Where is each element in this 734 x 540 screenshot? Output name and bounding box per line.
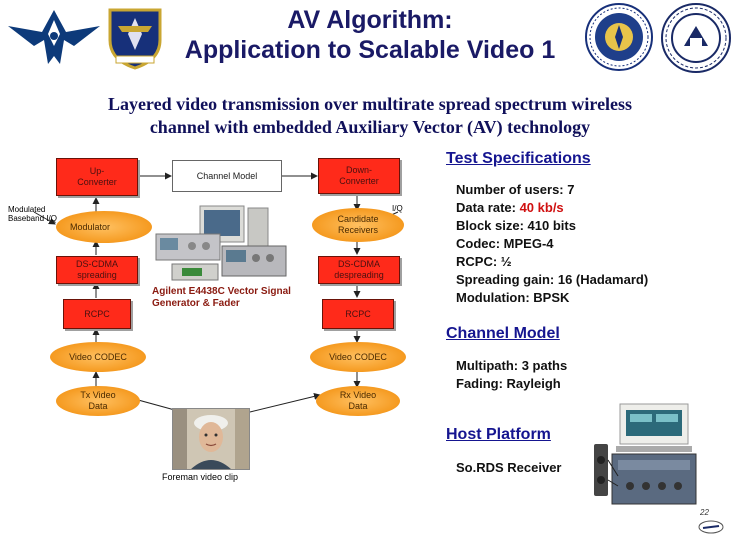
rx-video-oval: Rx Video Data xyxy=(316,386,400,416)
rx-video-label: Rx Video Data xyxy=(339,390,377,411)
modulator-oval: Modulator xyxy=(56,211,152,243)
university-seal xyxy=(661,3,731,73)
spec-block-size: Block size: 410 bits xyxy=(456,218,576,233)
spec-data-rate-value: 40 kb/s xyxy=(519,200,564,215)
candidate-receivers-label: Candidate Receivers xyxy=(337,214,379,235)
host-receiver: So.RDS Receiver xyxy=(456,460,562,475)
subtitle-line2: channel with embedded Auxiliary Vector (… xyxy=(149,117,591,137)
tx-video-label: Tx Video Data xyxy=(80,390,116,411)
science-office-seal xyxy=(585,3,653,71)
video-codec-left-label: Video CODEC xyxy=(69,351,127,362)
spec-data-rate: Data rate: 40 kb/s xyxy=(456,200,564,216)
rcpc-left-box: RCPC xyxy=(63,299,131,329)
air-force-logo xyxy=(8,10,100,64)
spec-codec: Codec: MPEG-4 xyxy=(456,236,554,251)
channel-model-box: Channel Model xyxy=(172,160,282,192)
spec-rcpc: RCPC: ½ xyxy=(456,254,512,269)
host-platform-heading: Host Platform xyxy=(446,426,551,443)
ds-cdma-spreading-box: DS-CDMA spreading xyxy=(56,256,138,284)
video-codec-right-label: Video CODEC xyxy=(329,351,387,362)
iq-label: I/Q xyxy=(392,204,403,213)
rcpc-right-box: RCPC xyxy=(322,299,394,329)
foreman-caption: Foreman video clip xyxy=(162,472,239,482)
tx-video-oval: Tx Video Data xyxy=(56,386,140,416)
slide-title-line2: Application to Scalable Video 1 xyxy=(184,36,556,64)
up-converter-label: Up-Converter xyxy=(77,166,117,187)
sords-receiver-image xyxy=(594,403,697,505)
footer-logo xyxy=(698,520,724,534)
slide-title-line1: AV Algorithm: xyxy=(287,6,453,34)
candidate-receivers-oval: Candidate Receivers xyxy=(312,208,404,242)
down-converter-box: Down-Converter xyxy=(318,158,400,194)
channel-multipath: Multipath: 3 paths xyxy=(456,358,568,373)
channel-model-label: Channel Model xyxy=(196,170,258,181)
rcpc-right-label: RCPC xyxy=(345,308,371,319)
foreman-video-clip-image xyxy=(172,408,250,470)
video-codec-right-oval: Video CODEC xyxy=(310,342,406,372)
down-converter-label: Down-Converter xyxy=(339,165,379,186)
agilent-caption: Agilent E4438C Vector Signal Generator &… xyxy=(152,286,291,309)
test-specifications-heading: Test Specifications xyxy=(446,150,591,167)
ds-cdma-despreading-box: DS-CDMA despreading xyxy=(318,256,400,284)
spec-modulation: Modulation: BPSK xyxy=(456,290,570,305)
spec-data-rate-label: Data rate: xyxy=(456,200,520,215)
modulated-baseband-label: Modulated Baseband I/Q xyxy=(8,205,57,223)
ds-cdma-spreading-label: DS-CDMA spreading xyxy=(76,259,118,280)
subtitle-line1: Layered video transmission over multirat… xyxy=(107,94,633,114)
modulator-label: Modulator xyxy=(70,221,111,232)
spec-spreading-gain: Spreading gain: 16 (Hadamard) xyxy=(456,272,649,287)
ds-cdma-despreading-label: DS-CDMA despreading xyxy=(334,259,384,280)
up-converter-box: Up-Converter xyxy=(56,158,138,196)
rcpc-left-label: RCPC xyxy=(84,308,110,319)
channel-model-heading: Channel Model xyxy=(446,325,560,342)
research-lab-shield-logo xyxy=(108,8,162,70)
spec-users: Number of users: 7 xyxy=(456,182,575,197)
agilent-signal-generator-image xyxy=(155,205,287,281)
video-codec-left-oval: Video CODEC xyxy=(50,342,146,372)
page-number: 22 xyxy=(700,508,709,517)
channel-fading: Fading: Rayleigh xyxy=(456,376,561,391)
